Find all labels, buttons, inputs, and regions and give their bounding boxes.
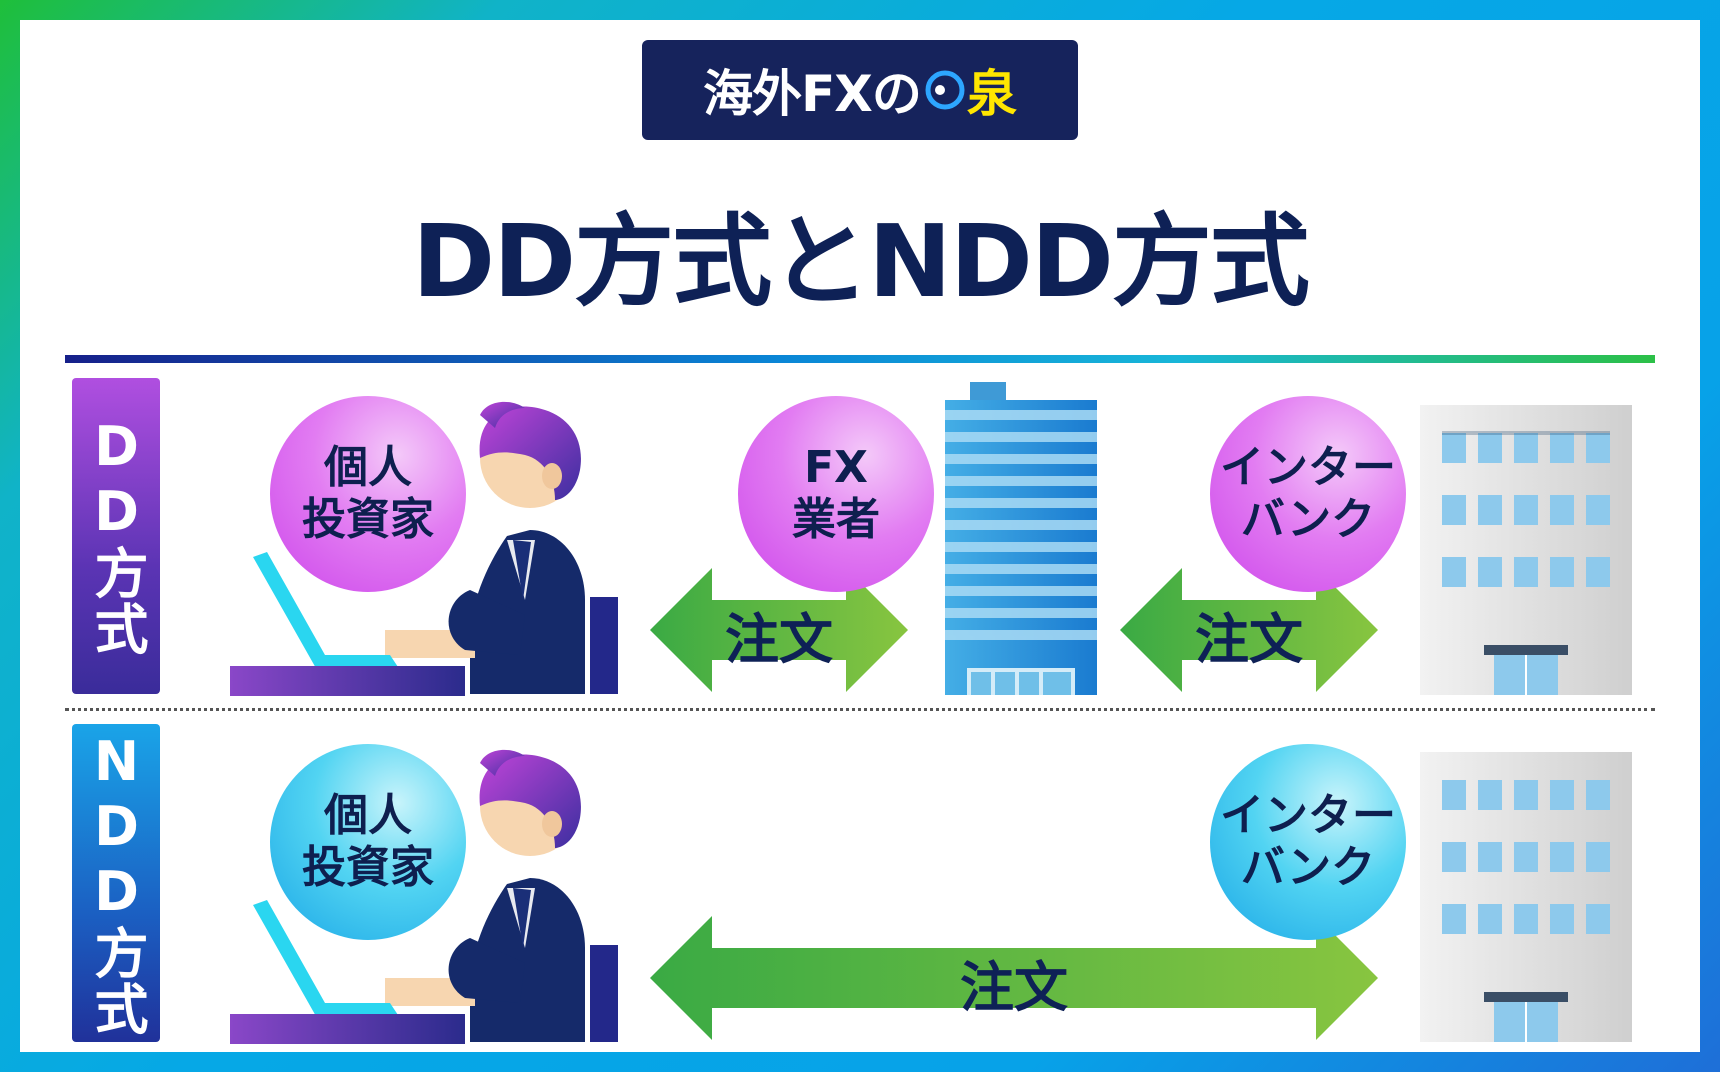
ndd-interbank-line2: バンク xyxy=(1240,842,1376,893)
ndd-investor-line2: 投資家 xyxy=(302,842,434,893)
skyscraper-icon xyxy=(945,382,1097,695)
logo-text: 海外FXの xyxy=(703,65,922,123)
dd-investor-line2: 投資家 xyxy=(302,494,434,545)
ndd-investor-line1: 個人 xyxy=(324,790,412,841)
page-title: DD方式とNDD方式 xyxy=(412,203,1310,320)
dd-row-label-text: DD方式 xyxy=(85,415,148,657)
dd-order-left-label: 注文 xyxy=(725,608,833,671)
office-building-icon xyxy=(1420,752,1632,1042)
double-arrow-icon xyxy=(1120,568,1378,692)
dd-investor-bubble: 個人 投資家 xyxy=(270,396,466,592)
office-building-icon xyxy=(1420,405,1632,695)
ndd-interbank-bubble: インター バンク xyxy=(1210,744,1406,940)
dd-interbank-bubble: インター バンク xyxy=(1210,396,1406,592)
dd-order-right-label: 注文 xyxy=(1195,608,1303,671)
dotted-divider xyxy=(65,708,1655,711)
double-arrow-icon xyxy=(650,916,1378,1040)
person-at-laptop-icon xyxy=(230,749,618,1044)
site-logo[interactable]: 海外FXの 泉 xyxy=(642,40,1078,140)
ndd-interbank-line1: インター xyxy=(1220,790,1396,841)
dd-interbank-line2: バンク xyxy=(1240,494,1376,545)
gradient-divider xyxy=(65,355,1655,363)
person-at-laptop-icon xyxy=(230,401,618,696)
dd-row-label: DD方式 xyxy=(72,378,160,694)
logo-accent: 泉 xyxy=(966,65,1017,123)
dd-interbank-line1: インター xyxy=(1220,442,1396,493)
ndd-order-label: 注文 xyxy=(960,956,1068,1019)
dd-broker-bubble: FX 業者 xyxy=(738,396,934,592)
double-arrow-icon xyxy=(650,568,908,692)
dd-investor-line1: 個人 xyxy=(324,442,412,493)
ndd-row-label: NDD方式 xyxy=(72,724,160,1042)
ndd-investor-bubble: 個人 投資家 xyxy=(270,744,466,940)
dd-broker-line1: FX xyxy=(804,442,868,493)
water-drop-icon xyxy=(925,70,965,110)
dd-broker-line2: 業者 xyxy=(792,494,880,545)
ndd-row-label-text: NDD方式 xyxy=(85,729,148,1037)
